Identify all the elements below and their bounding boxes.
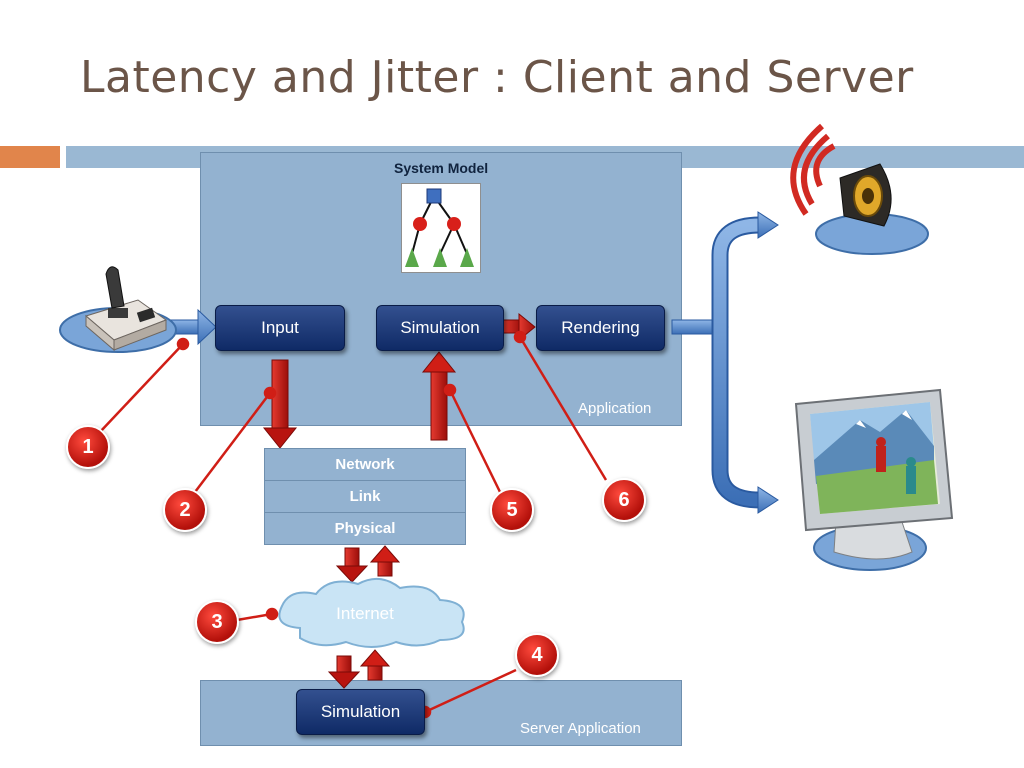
monitor-icon [794,388,954,571]
application-caption: Application [578,400,652,417]
callout-badge-6: 6 [602,478,646,522]
slide-title: Latency and Jitter : Client and Server [80,52,914,103]
internet-label: Internet [336,604,394,623]
stack-layer-physical: Physical [264,512,466,545]
callout-badge-5: 5 [490,488,534,532]
internet-cloud [278,577,465,648]
callout-badge-1: 1 [66,425,110,469]
callout-badge-2: 2 [163,488,207,532]
network-to-simulation-arrow [421,351,457,441]
physical-down-arrow [335,547,369,583]
input-to-network-arrow [262,359,298,449]
joystick-icon [59,266,177,353]
callout-badge-3: 3 [195,600,239,644]
callout-line-6 [518,336,608,481]
system-model-tree [401,183,481,273]
callout-dot-5 [443,383,457,397]
server-application-caption: Server Application [520,720,641,737]
physical-up-arrow [369,545,401,577]
server-application-panel [200,680,682,746]
server-simulation-node: Simulation [296,689,425,735]
callout-line-5 [448,389,502,493]
callout-line-1 [99,343,184,433]
accent-bar [0,146,60,168]
callout-dot-1 [176,337,190,351]
callout-dot-2 [263,386,277,400]
internet-down-arrow [327,655,361,689]
output-splitter [711,211,779,514]
rendering-node: Rendering [536,305,665,351]
simulation-node: Simulation [376,305,504,351]
stack-layer-link: Link [264,480,466,513]
tree-icon [405,188,474,267]
callout-line-2 [191,392,271,497]
internet-up-arrow [359,649,391,681]
stack-layer-network: Network [264,448,466,481]
callout-badge-4: 4 [515,633,559,677]
callout-dot-6 [513,330,527,344]
speaker-icon [790,123,929,255]
callout-line-4 [424,668,517,714]
system-model-label: System Model [394,160,489,176]
callout-dot-3 [265,607,279,621]
input-node: Input [215,305,345,351]
